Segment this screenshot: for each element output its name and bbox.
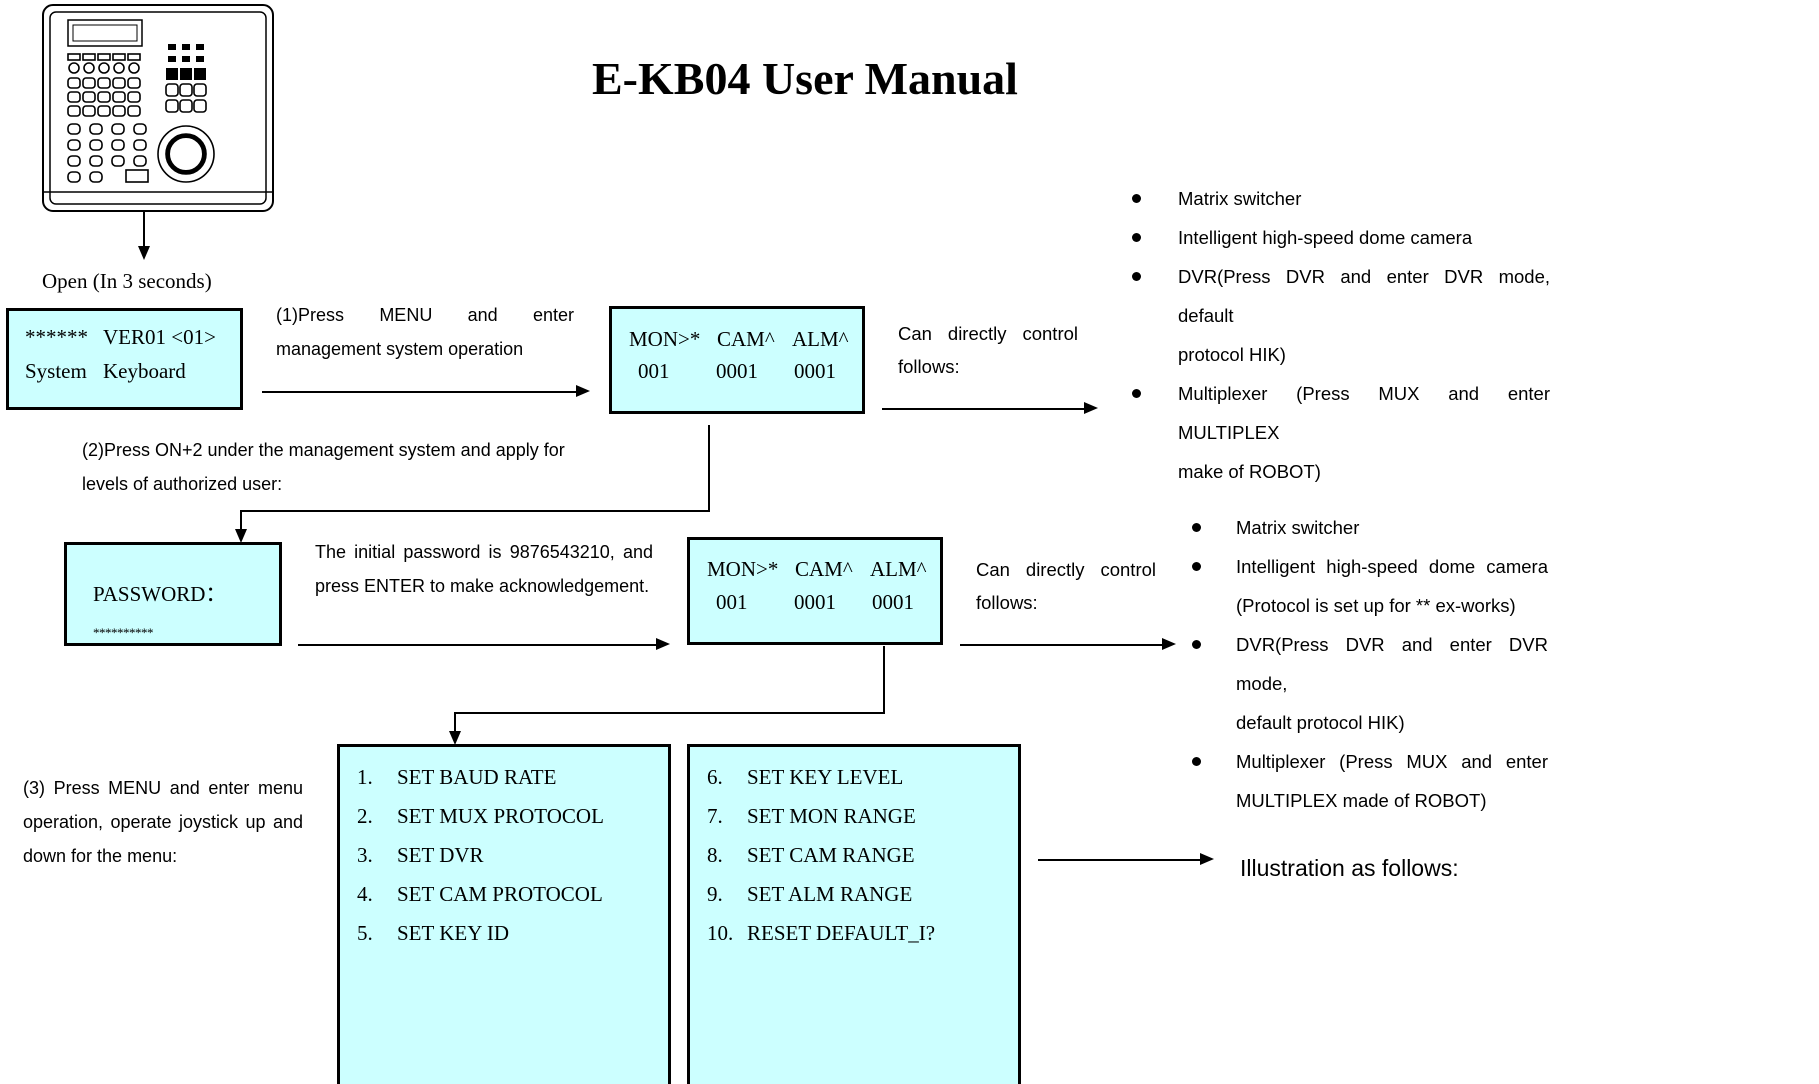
menu-item: 8.SET CAM RANGE bbox=[707, 843, 915, 867]
bullet-icon bbox=[1132, 389, 1141, 398]
step3-text: down for the menu: bbox=[23, 846, 178, 866]
menu-item: 9.SET ALM RANGE bbox=[707, 882, 913, 906]
connector-line bbox=[262, 391, 578, 393]
list-item: default protocol HIK) bbox=[1236, 712, 1405, 733]
bullet-icon bbox=[1192, 523, 1201, 532]
lcd-text: CAM^ bbox=[717, 327, 775, 351]
control-text: Can directly control bbox=[898, 323, 1078, 344]
list-item: Multiplexer (Press MUX and enter MULTIPL… bbox=[1132, 374, 1550, 452]
illustration-label: Illustration as follows: bbox=[1240, 855, 1459, 881]
menu-item: 2.SET MUX PROTOCOL bbox=[357, 804, 604, 828]
lcd-text: ALM^ bbox=[870, 557, 927, 581]
step3-text: operation, operate joystick up and bbox=[23, 812, 303, 832]
control-text: Can directly control bbox=[976, 559, 1156, 580]
step3-text: (3) Press MENU and enter menu bbox=[23, 778, 303, 798]
lcd-text: 0001 bbox=[794, 590, 836, 614]
password-label: PASSWORD： bbox=[93, 582, 227, 606]
list-item: Matrix switcher bbox=[1132, 179, 1550, 218]
connector-line bbox=[1038, 859, 1200, 861]
main-lcd-screen-2: MON>* CAM^ ALM^ 001 0001 0001 bbox=[687, 537, 943, 645]
password-hint: press ENTER to make acknowledgement. bbox=[315, 576, 650, 596]
open-label: Open (In 3 seconds) bbox=[42, 269, 212, 293]
password-hint: The initial password is 9876543210, and bbox=[315, 542, 653, 562]
arrow-down-icon bbox=[138, 246, 150, 260]
list-item: DVR(Press DVR and enter DVR mode, bbox=[1192, 625, 1548, 703]
menu-item: 3.SET DVR bbox=[357, 843, 484, 867]
list-item: DVR(Press DVR and enter DVR mode, defaul… bbox=[1132, 257, 1550, 335]
connector-line bbox=[708, 425, 710, 511]
menu-item: 10.RESET DEFAULT_I? bbox=[707, 921, 936, 945]
menu-item: 6.SET KEY LEVEL bbox=[707, 765, 904, 789]
device-list-2: Matrix switcher Intelligent high-speed d… bbox=[1192, 508, 1548, 820]
bullet-icon bbox=[1132, 194, 1141, 203]
lcd-text: ****** bbox=[25, 325, 88, 349]
control-text: follows: bbox=[898, 356, 960, 377]
boot-lcd-screen: ****** VER01 <01> System Keyboard bbox=[6, 308, 243, 410]
lcd-text: System bbox=[25, 359, 87, 383]
arrow-right-icon bbox=[1200, 853, 1214, 865]
main-lcd-screen: MON>* CAM^ ALM^ 001 0001 0001 bbox=[609, 306, 865, 414]
connector-line bbox=[298, 644, 656, 646]
list-item: Intelligent high-speed dome camera bbox=[1192, 547, 1548, 586]
list-item: Multiplexer (Press MUX and enter bbox=[1192, 742, 1548, 781]
menu-item: 1.SET BAUD RATE bbox=[357, 765, 557, 789]
connector-line bbox=[240, 510, 710, 512]
connector-line bbox=[882, 408, 1084, 410]
bullet-icon bbox=[1132, 272, 1141, 281]
list-item: make of ROBOT) bbox=[1178, 461, 1321, 482]
arrow-right-icon bbox=[656, 638, 670, 650]
list-item: Intelligent high-speed dome camera bbox=[1132, 218, 1550, 257]
lcd-text: 001 bbox=[638, 359, 670, 383]
lcd-text: 0001 bbox=[716, 359, 758, 383]
list-item: protocol HIK) bbox=[1178, 344, 1286, 365]
lcd-text: 0001 bbox=[872, 590, 914, 614]
connector-line bbox=[240, 510, 242, 530]
arrow-right-icon bbox=[1162, 638, 1176, 650]
lcd-text: ALM^ bbox=[792, 327, 849, 351]
arrow-right-icon bbox=[576, 385, 590, 397]
connector-line bbox=[960, 644, 1162, 646]
lcd-text: MON>* bbox=[629, 327, 701, 351]
bullet-icon bbox=[1132, 233, 1141, 242]
password-lcd-screen: PASSWORD： ********** bbox=[64, 542, 282, 646]
connector-line bbox=[143, 210, 145, 248]
arrow-down-icon bbox=[235, 529, 247, 543]
device-list-1: Matrix switcher Intelligent high-speed d… bbox=[1132, 179, 1550, 491]
page-title: E-KB04 User Manual bbox=[592, 53, 1018, 104]
bullet-icon bbox=[1192, 757, 1201, 766]
lcd-text: 0001 bbox=[794, 359, 836, 383]
step1-text: management system operation bbox=[276, 339, 524, 359]
step2-text: levels of authorized user: bbox=[82, 474, 283, 494]
arrow-down-icon bbox=[449, 731, 461, 745]
connector-line bbox=[454, 712, 456, 732]
lcd-text: MON>* bbox=[707, 557, 779, 581]
keyboard-illustration bbox=[42, 4, 274, 212]
connector-line bbox=[454, 712, 885, 714]
control-text: follows: bbox=[976, 592, 1038, 613]
menu-item: 7.SET MON RANGE bbox=[707, 804, 916, 828]
menu-screen-left: 1.SET BAUD RATE 2.SET MUX PROTOCOL 3.SET… bbox=[337, 744, 671, 1084]
password-stars: ********** bbox=[93, 625, 154, 640]
list-item: MULTIPLEX made of ROBOT) bbox=[1236, 790, 1487, 811]
menu-item: 5.SET KEY ID bbox=[357, 921, 509, 945]
list-item: (Protocol is set up for ** ex-works) bbox=[1236, 595, 1516, 616]
arrow-right-icon bbox=[1084, 402, 1098, 414]
lcd-text: VER01 <01> bbox=[103, 325, 216, 349]
step2-text: (2)Press ON+2 under the management syste… bbox=[82, 440, 565, 460]
step1-text: (1)Press MENU and enter bbox=[276, 305, 574, 325]
menu-screen-right: 6.SET KEY LEVEL 7.SET MON RANGE 8.SET CA… bbox=[687, 744, 1021, 1084]
lcd-text: Keyboard bbox=[103, 359, 186, 383]
menu-item: 4.SET CAM PROTOCOL bbox=[357, 882, 603, 906]
bullet-icon bbox=[1192, 562, 1201, 571]
list-item: Matrix switcher bbox=[1192, 508, 1548, 547]
bullet-icon bbox=[1192, 640, 1201, 649]
lcd-text: 001 bbox=[716, 590, 748, 614]
lcd-text: CAM^ bbox=[795, 557, 853, 581]
connector-line bbox=[883, 646, 885, 713]
